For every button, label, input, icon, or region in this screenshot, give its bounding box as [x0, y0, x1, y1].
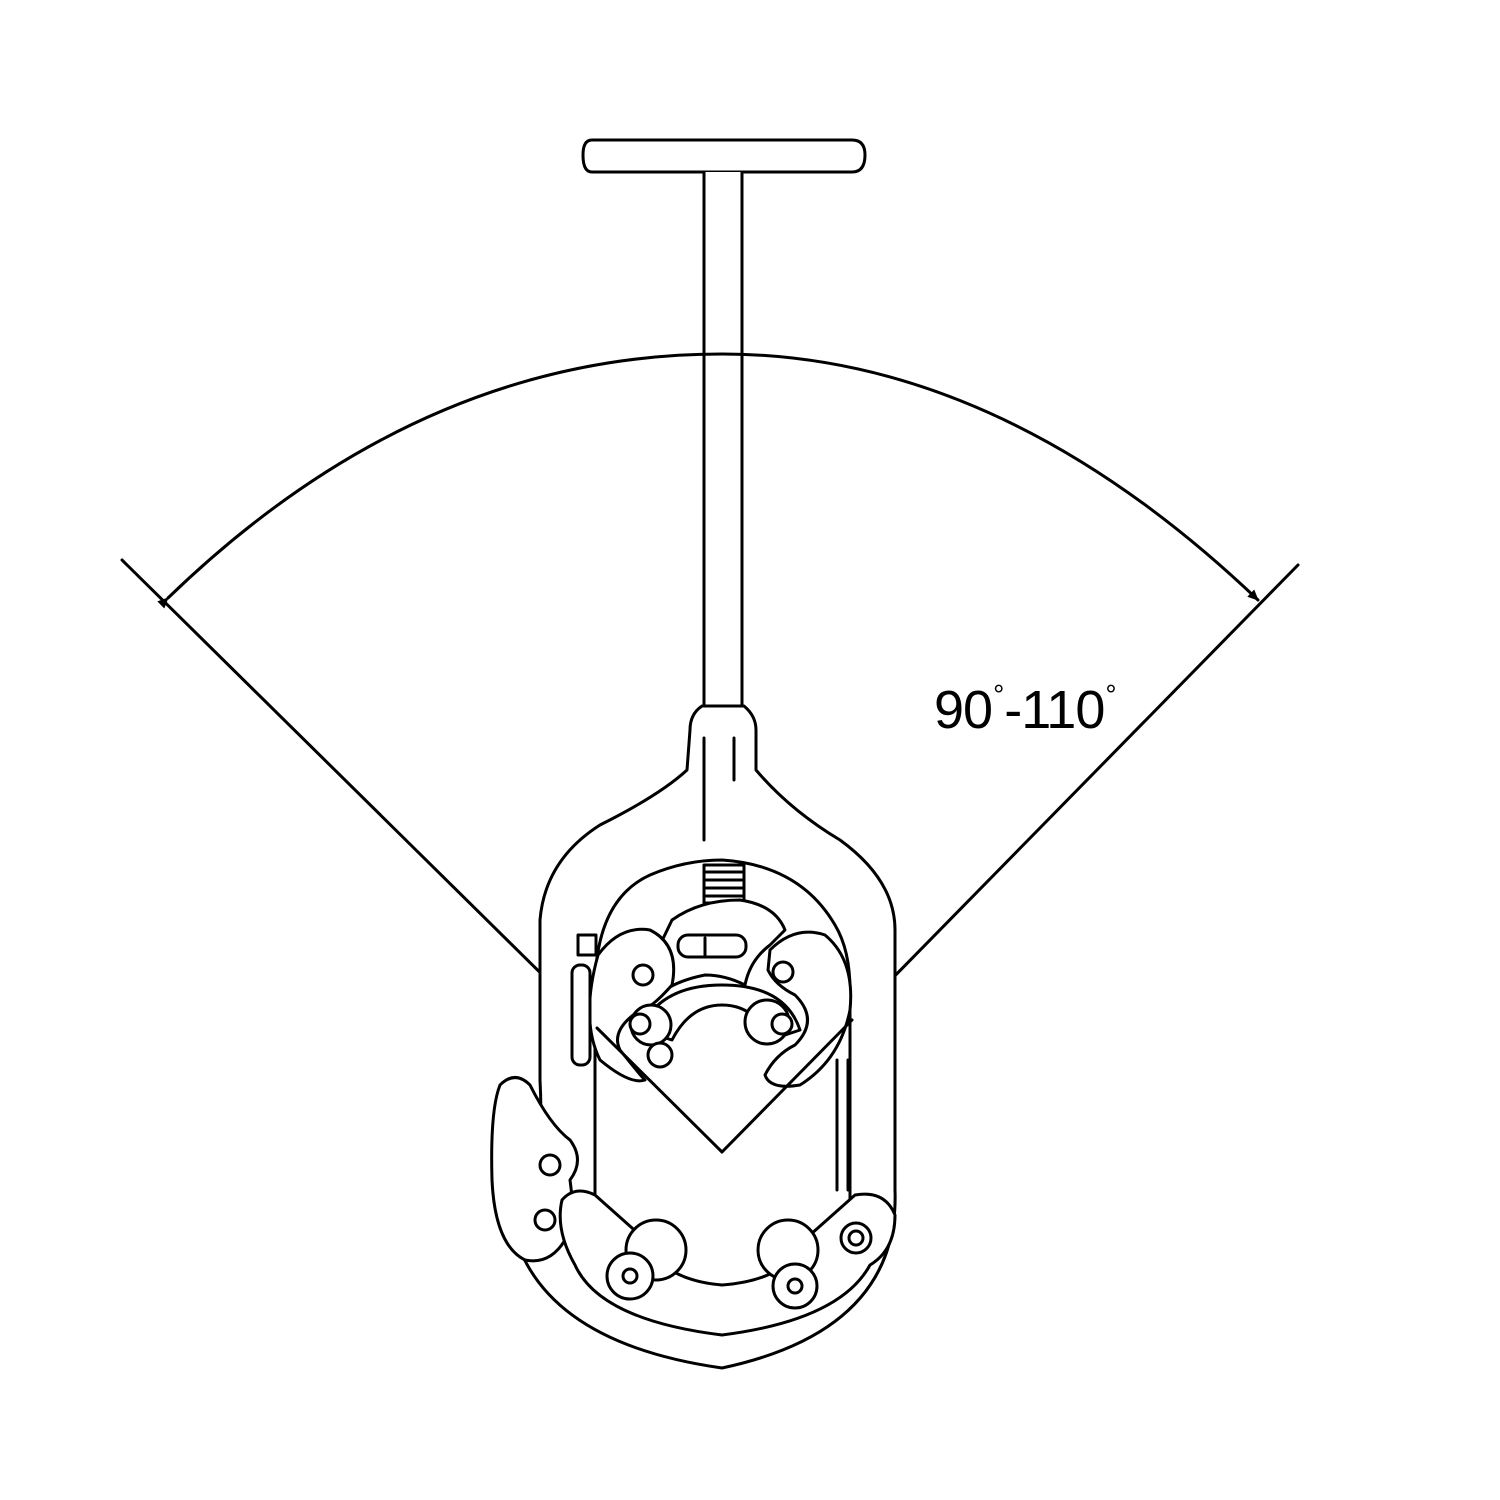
latch-pin-upper	[538, 1153, 562, 1177]
latch-pin-lower	[533, 1208, 557, 1232]
v-notch	[595, 1018, 854, 1154]
right-wheel-pin	[770, 1012, 794, 1036]
handle-shaft	[702, 172, 744, 710]
left-guide	[576, 933, 598, 957]
angle-range-label: 90°-110°	[934, 679, 1117, 749]
left-rail	[570, 963, 592, 1067]
handle-bar	[581, 138, 867, 174]
degree-symbol: °	[993, 679, 1004, 710]
t-handle	[581, 138, 867, 710]
right-wheel-pin-top	[771, 960, 795, 984]
left-wheel-pin-top	[631, 963, 655, 987]
head-slot	[676, 933, 748, 959]
dimension-arc	[157, 352, 1260, 609]
cutter-head	[570, 898, 853, 1192]
degree-symbol: °	[1105, 679, 1116, 710]
left-wheel-pin	[628, 1012, 652, 1036]
left-wheel-pin-low	[646, 1041, 674, 1069]
feed-screw	[702, 863, 746, 905]
carriage-pivot-hub	[847, 1229, 865, 1247]
angle-separator: -	[1004, 680, 1022, 740]
angle-min: 90	[934, 680, 993, 740]
roller-carriage	[558, 1189, 897, 1337]
right-roller-hub	[786, 1277, 804, 1295]
angle-max: 110	[1021, 680, 1105, 740]
head-arc	[638, 983, 802, 1042]
left-roller-hub	[621, 1267, 639, 1285]
